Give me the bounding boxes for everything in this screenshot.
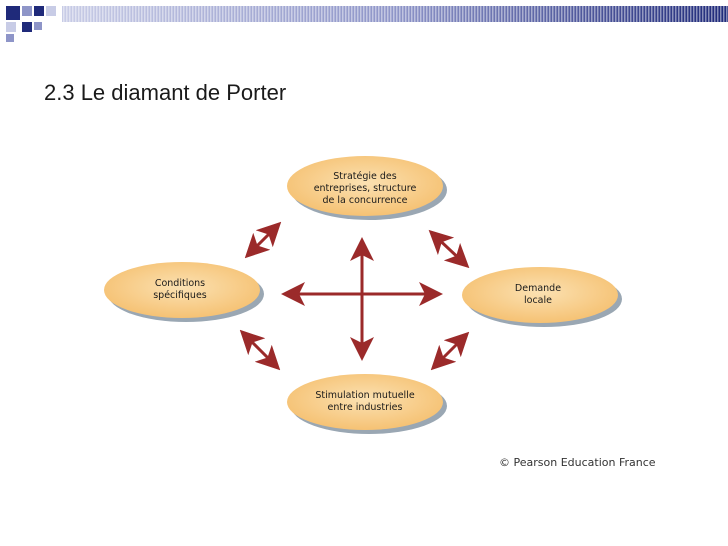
node-top-line-3: de la concurrence xyxy=(322,195,407,206)
corner-square xyxy=(6,6,20,20)
arrow-top-left xyxy=(244,221,282,259)
arrow-bottom-left xyxy=(239,329,281,371)
corner-square xyxy=(46,6,56,16)
corner-square xyxy=(22,22,32,32)
corner-square xyxy=(6,34,14,42)
corner-square xyxy=(6,22,16,32)
arrow-bottom-right xyxy=(430,331,470,371)
header-banner xyxy=(6,6,728,42)
node-right: Demande locale xyxy=(462,267,622,327)
node-bottom: Stimulation mutuelle entre industries xyxy=(287,374,447,434)
corner-square xyxy=(22,6,32,16)
node-right-line-1: Demande xyxy=(515,283,561,294)
node-bottom-line-2: entre industries xyxy=(328,402,403,413)
copyright-notice: © Pearson Education France xyxy=(499,456,656,469)
corner-square xyxy=(34,6,44,16)
node-left-line-1: Conditions xyxy=(155,278,205,289)
node-top: Stratégie des entreprises, structure de … xyxy=(287,156,447,220)
node-bottom-line-1: Stimulation mutuelle xyxy=(315,390,414,401)
slide-title: 2.3 Le diamant de Porter xyxy=(44,80,287,105)
node-left-line-2: spécifiques xyxy=(153,290,207,301)
node-top-line-1: Stratégie des xyxy=(333,171,396,182)
corner-square xyxy=(34,22,42,30)
node-right-line-2: locale xyxy=(524,295,552,306)
arrow-top-right xyxy=(428,229,470,269)
node-left: Conditions spécifiques xyxy=(104,262,264,322)
node-top-line-2: entreprises, structure xyxy=(314,183,417,194)
